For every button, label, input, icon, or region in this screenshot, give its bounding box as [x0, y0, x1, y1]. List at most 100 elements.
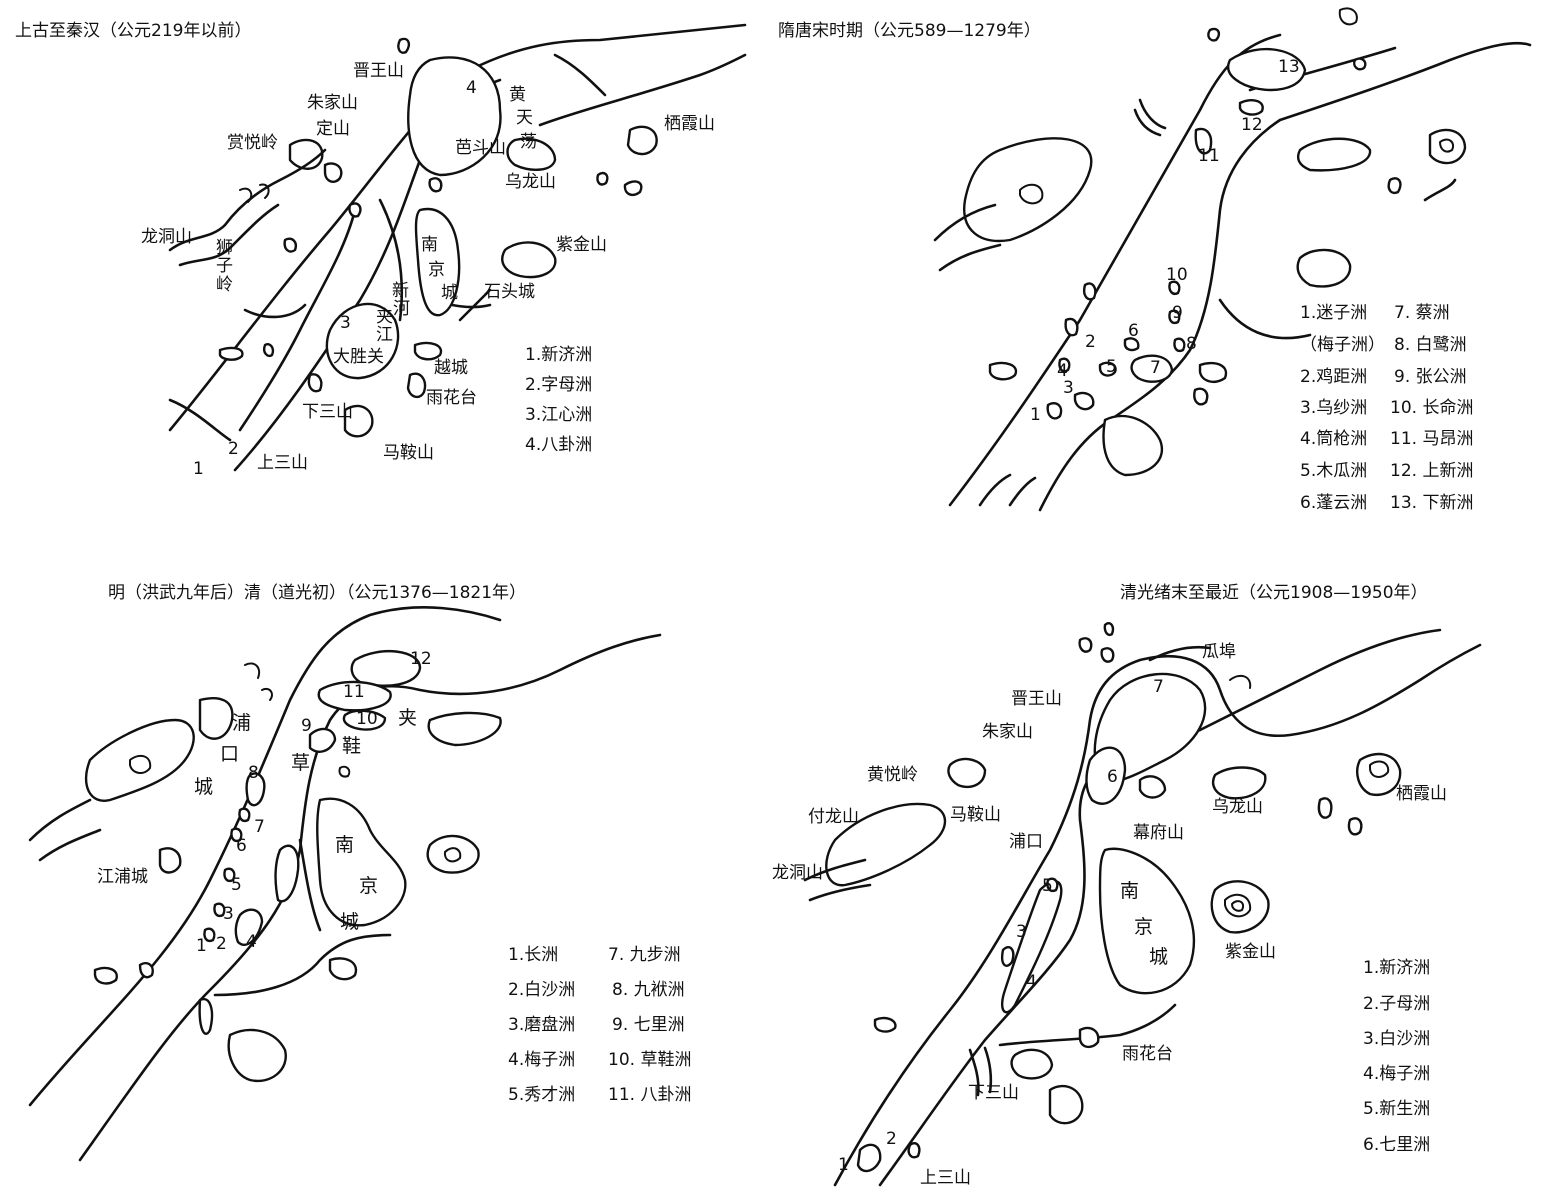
islet — [1078, 1026, 1100, 1049]
place-label: 城 — [1149, 946, 1168, 968]
island-number: 2 — [228, 439, 239, 459]
islet — [1078, 637, 1093, 653]
legend-item: 8. 白鹭洲 — [1394, 335, 1467, 355]
legend-item: 13. 下新洲 — [1390, 493, 1473, 513]
island-1 — [1046, 402, 1063, 420]
channel — [213, 933, 392, 997]
place-label: 雨花台 — [426, 388, 477, 408]
place-label: 马鞍山 — [383, 443, 434, 463]
island-7 — [1130, 354, 1174, 383]
river-bank-west — [28, 606, 502, 1107]
place-label: 紫金山 — [1225, 942, 1276, 962]
legend-item: 7. 九步洲 — [608, 945, 681, 965]
islet — [218, 346, 244, 361]
hill-range — [178, 203, 280, 267]
place-label: 子 — [216, 256, 233, 276]
place-label: 夹 — [376, 307, 393, 327]
place-label: 上三山 — [257, 453, 308, 473]
hill — [1296, 137, 1372, 172]
place-label: 岭 — [216, 275, 233, 295]
river-bank-north-east — [1278, 41, 1532, 122]
legend-item: 3.白沙洲 — [1363, 1029, 1430, 1049]
place-label: 狮 — [216, 238, 233, 258]
hill-west — [963, 137, 1093, 243]
river-bank-east — [1038, 118, 1282, 512]
place-label: 越城 — [434, 358, 468, 378]
island-number: 7 — [254, 817, 265, 837]
island-3 — [213, 902, 226, 918]
island-number: 2 — [886, 1129, 897, 1149]
islet — [1387, 177, 1402, 194]
legend-item: 10. 草鞋洲 — [608, 1050, 691, 1070]
island-10 — [342, 709, 387, 731]
panel-title: 明（洪武九年后）清（道光初）（公元1376—1821年） — [108, 583, 526, 603]
hill — [506, 137, 557, 171]
place-label: 紫金山 — [556, 235, 607, 255]
hill-contour — [239, 183, 270, 203]
islet — [328, 957, 358, 981]
place-label: 草 — [291, 752, 310, 774]
wulong-hill — [1211, 766, 1267, 800]
islet — [158, 847, 182, 874]
place-label: 朱家山 — [307, 93, 358, 113]
island-12 — [350, 649, 422, 687]
place-label: 黄悦岭 — [867, 765, 918, 785]
place-label: 南 — [335, 834, 354, 856]
river-bank-north — [1198, 628, 1442, 732]
island-number: 4 — [1026, 972, 1037, 992]
pukou-city-outline — [198, 697, 234, 740]
place-label: 马鞍山 — [950, 805, 1001, 825]
islet — [1103, 622, 1115, 637]
legend: 1.新济洲 2.子母洲 3.白沙洲 4.梅子洲 5.新生洲 6.七里洲 — [1363, 958, 1430, 1155]
island-4 — [1001, 880, 1063, 1014]
channel — [968, 1046, 993, 1097]
island-number: 6 — [1107, 767, 1118, 787]
islet — [1353, 57, 1367, 71]
legend-item: 1.新济洲 — [525, 345, 592, 365]
island-4 — [234, 908, 264, 946]
legend-item: 12. 上新洲 — [1390, 461, 1473, 481]
islet — [397, 37, 411, 54]
zijin-hill — [501, 241, 557, 279]
island-number: 2 — [216, 934, 227, 954]
island-number: 9 — [301, 716, 312, 736]
place-label: 荡 — [520, 132, 537, 152]
island-number: 3 — [340, 313, 351, 333]
island-9 — [1168, 309, 1181, 325]
hill-contour — [1369, 760, 1390, 778]
islet — [244, 662, 273, 701]
islet — [1347, 817, 1363, 836]
island-number: 6 — [1128, 321, 1139, 341]
legend-item: 4.筒枪洲 — [1300, 429, 1367, 449]
channel — [1148, 645, 1212, 662]
place-label: 城 — [194, 776, 213, 798]
hill-south — [227, 1028, 287, 1083]
legend-item: 1.迷子洲 — [1300, 303, 1367, 323]
island-6 — [1123, 337, 1140, 352]
place-label: 下三山 — [968, 1083, 1019, 1103]
river-bank-west — [833, 643, 1482, 1187]
channel — [1218, 298, 1312, 340]
place-label: 石头城 — [484, 282, 535, 302]
islet — [1317, 797, 1333, 819]
island-number: 10 — [1166, 265, 1188, 285]
island-number: 4 — [1057, 361, 1068, 381]
hill — [1048, 1084, 1084, 1125]
legend-item: （梅子洲） — [1300, 335, 1385, 355]
legend: 1.新济洲 2.字母洲 3.江心洲 4.八卦洲 — [525, 345, 592, 455]
place-label: 口 — [220, 743, 239, 765]
legend-item: 8. 九袱洲 — [612, 980, 685, 1000]
panel-title: 隋唐宋时期（公元589—1279年） — [778, 20, 1041, 41]
legend-item: 2.子母洲 — [1363, 994, 1430, 1014]
island-number: 1 — [196, 936, 207, 956]
hill — [288, 138, 324, 170]
qixia-hill — [626, 125, 658, 156]
hill-contour — [129, 754, 152, 774]
place-label: 城 — [340, 911, 359, 933]
channel — [978, 473, 1037, 507]
panel-title: 清光绪末至最近（公元1908—1950年） — [1120, 583, 1428, 603]
islet — [1338, 7, 1358, 26]
place-label: 江浦城 — [97, 867, 148, 887]
place-label: 栖霞山 — [1396, 784, 1447, 804]
islet — [1083, 282, 1097, 301]
